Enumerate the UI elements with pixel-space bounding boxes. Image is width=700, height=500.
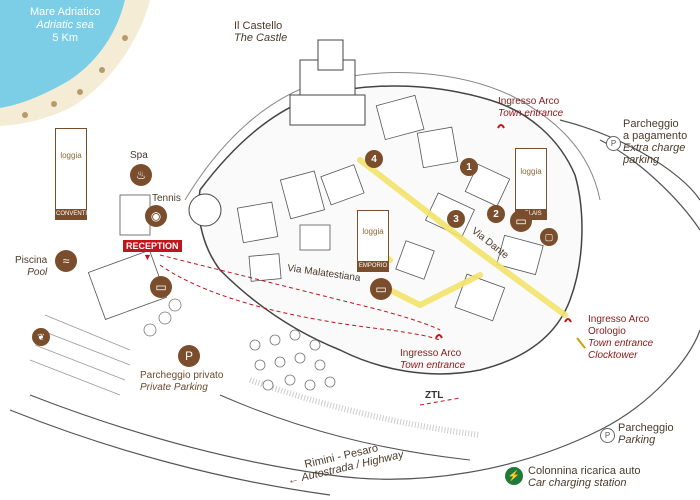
sea-distance: 5 Km [52,32,78,44]
parking-lot-symbol: P [604,431,611,440]
pool-name-en: Pool [27,267,48,278]
entrance-clock-label: Ingresso Arco Orologio Town entrance Clo… [588,314,653,362]
walking-path-2 [159,264,441,341]
bed-icon-emporio[interactable]: ▭ [370,278,392,300]
extra-parking-label: Parcheggio a pagamento Extra charge park… [623,118,687,166]
pin-4[interactable]: 4 [365,150,383,168]
pool-label: Piscina Pool [15,255,47,279]
badge-emporio[interactable]: loggia EMPORIO [357,210,389,272]
ev-charger-icon[interactable]: ⚡ [505,467,523,485]
parking-name: Parcheggio [618,422,674,434]
badge-emporio-caption: EMPORIO [358,261,388,271]
road-main [29,329,700,480]
conventino-buildings [87,194,168,320]
pin-1[interactable]: 1 [460,158,478,176]
bed-icon-relais[interactable]: ▭ [510,210,532,232]
parking-symbol-private: P [184,349,193,363]
entrance-bottom-name-en: Town entrance [400,360,466,371]
sea-label: Mare Adriatico Adriatic sea 5 Km [30,6,100,45]
round-tower [188,193,222,227]
castle-name-en: The Castle [234,32,288,44]
entrance-top-name-en: Town entrance [498,108,564,119]
reception-label[interactable]: RECEPTION [123,240,182,252]
entrance-clock-en1: Town entrance [588,338,654,349]
arch-top [497,124,505,129]
parking-lot-icon[interactable]: P [600,428,615,443]
bed-icon[interactable]: ▭ [150,276,172,298]
badge-conventino[interactable]: loggia CONVENTINO [55,128,97,220]
walking-path-1 [159,254,441,331]
sea-name-en: Adriatic sea [36,19,94,31]
swimmer-icon[interactable]: ≈ [55,250,77,272]
charging-name: Colonnina ricarica auto [528,465,641,477]
logo-text-relais: loggia [520,167,542,176]
logo-text-conventino: loggia [60,151,82,160]
extra-parking-line2: a pagamento [623,130,688,142]
extra-parking-en1: Extra charge [623,142,686,154]
paid-parking-icon[interactable]: P [606,136,621,151]
badge-conventino-caption: CONVENTINO [56,209,97,219]
entrance-clock-line1: Ingresso Arco [588,314,650,325]
spa-icon[interactable]: ♨ [130,164,152,186]
sea-area [0,0,125,108]
logo-text-emporio: loggia [362,227,384,236]
castle-name: Il Castello [234,20,283,32]
pool-name: Piscina [15,255,48,266]
badge-relais-caption: RELAIS [516,209,546,219]
private-parking-label: Parcheggio privato Private Parking [140,370,223,394]
castle-drawing [289,39,366,126]
entrance-bottom-label: Ingresso Arco Town entrance [400,348,465,372]
grapes-icon: ❦ [32,328,50,346]
route-via-dante [357,157,568,318]
highway-arrow-icon: ← [286,472,300,488]
parking-icon[interactable]: P [178,345,200,367]
extra-parking-line1: Parcheggio [623,118,679,130]
paid-parking-symbol: P [610,139,617,148]
tennis-icon[interactable]: ◉ [145,205,167,227]
charging-name-en: Car charging station [528,477,627,489]
route-malatestiana [377,272,483,309]
entrance-bottom-name: Ingresso Arco [400,348,462,359]
tennis-label: Tennis [152,193,181,204]
shop-icon[interactable]: ▢ [540,228,558,246]
parking-name-en: Parking [618,434,656,446]
extra-parking-en2: parking [623,154,660,166]
pin-2[interactable]: 2 [487,205,505,223]
castle-label: Il Castello The Castle [234,20,287,44]
reception-marker-icon: ▼ [143,252,152,262]
entrance-top-label: Ingresso Arco Town entrance [498,96,563,120]
entrance-clock-line2: Orologio [588,326,626,337]
private-parking-name-en: Private Parking [140,382,208,393]
spa-label: Spa [130,150,148,161]
badge-relais[interactable]: loggia RELAIS [515,148,547,220]
sea-name: Mare Adriatico [30,6,101,18]
entrance-clock-en2: Clocktower [588,350,638,361]
private-parking-name: Parcheggio privato [140,370,224,381]
ztl-label: ZTL [425,390,444,401]
entrance-top-name: Ingresso Arco [498,96,560,107]
parking-label: Parcheggio Parking [618,422,674,446]
arch-clock [564,318,572,323]
arch-bottom [435,334,443,339]
charging-label: Colonnina ricarica auto Car charging sta… [528,465,641,489]
pin-3[interactable]: 3 [447,210,465,228]
